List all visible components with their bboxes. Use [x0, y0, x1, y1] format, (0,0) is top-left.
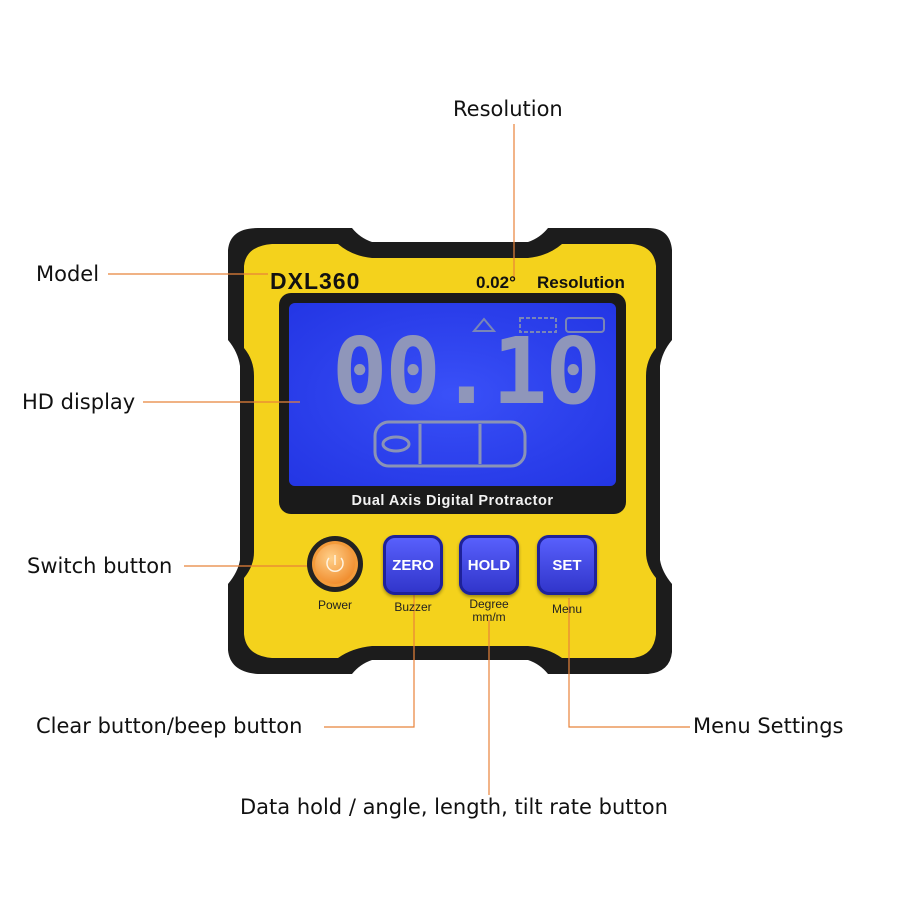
set-button-label: SET — [552, 556, 582, 574]
hold-button[interactable]: HOLD — [459, 535, 519, 595]
zero-sub-label: Buzzer — [394, 600, 432, 614]
power-icon — [326, 557, 344, 573]
set-sub-label: Menu — [551, 602, 583, 616]
hold-sub-label-1: Degree — [469, 597, 509, 611]
bubble-icon — [381, 435, 411, 453]
zero-button[interactable]: ZERO — [383, 535, 443, 595]
hold-button-label: HOLD — [467, 556, 511, 574]
hold-indicator-icon — [519, 317, 557, 333]
callout-switch-button: Switch button — [27, 554, 173, 578]
callout-menu-settings: Menu Settings — [693, 714, 844, 738]
power-label: Power — [317, 598, 352, 612]
triangle-icon — [471, 317, 497, 332]
callout-data-hold: Data hold / angle, length, tilt rate but… — [240, 795, 668, 819]
battery-icon — [565, 317, 605, 333]
product-name: Dual Axis Digital Protractor — [351, 493, 554, 509]
resolution-value: 0.02° — [476, 273, 516, 292]
callout-model: Model — [36, 262, 100, 286]
display-reading: 00.10 — [332, 318, 601, 425]
resolution-label: Resolution — [537, 273, 625, 292]
callout-resolution: Resolution — [453, 97, 563, 121]
leader-lines — [108, 124, 690, 795]
bubble-level-icon — [373, 420, 527, 468]
zero-button-label: ZERO — [392, 556, 434, 574]
callout-clear-button: Clear button/beep button — [36, 714, 303, 738]
model-name: DXL360 — [270, 268, 361, 294]
callout-hd-display: HD display — [22, 390, 136, 414]
hold-sub-label-2: mm/m — [472, 610, 506, 624]
set-button[interactable]: SET — [537, 535, 597, 595]
